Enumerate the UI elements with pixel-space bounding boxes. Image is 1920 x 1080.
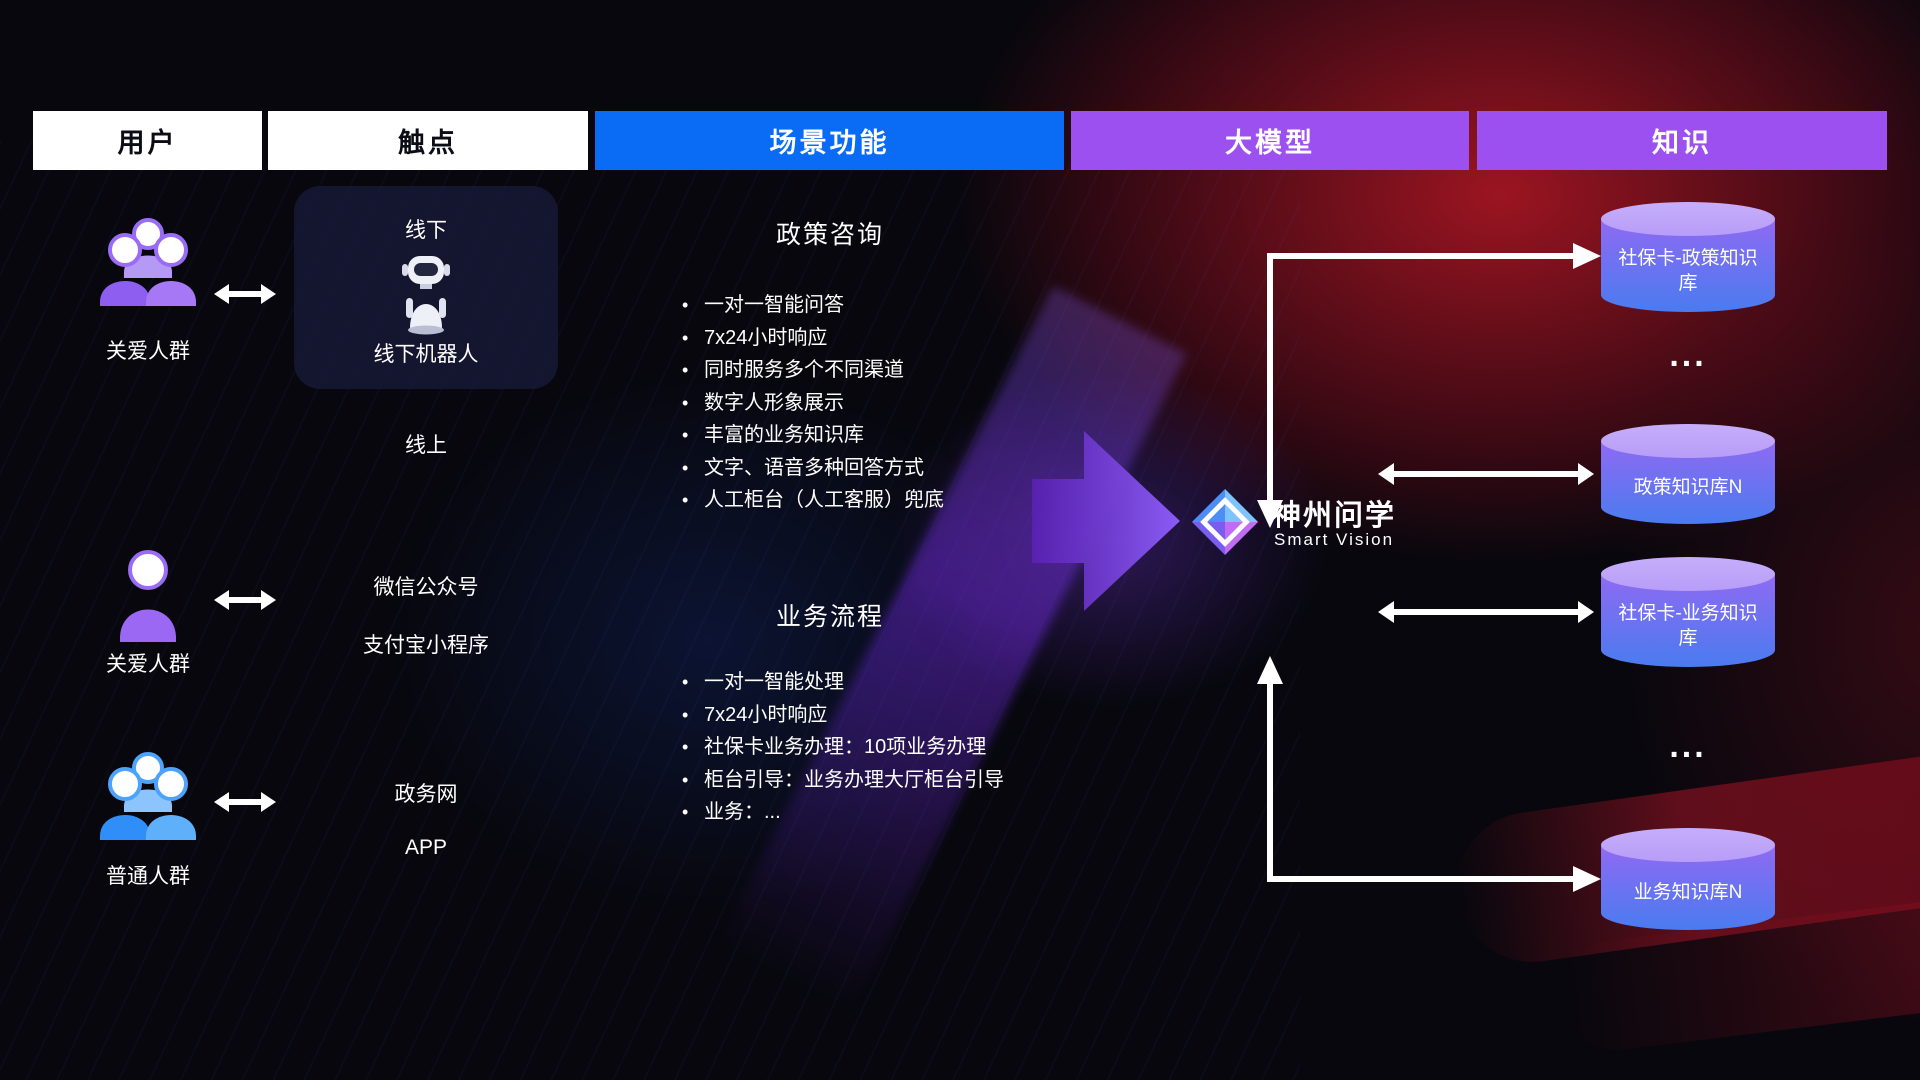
model-subtitle: Smart Vision <box>1274 530 1395 549</box>
list-item: 数字人形象展示 <box>680 387 1110 420</box>
column-header-knowledge: 知识 <box>1477 111 1887 170</box>
scene-business-title: 业务流程 <box>775 603 884 631</box>
person-purple-icon <box>120 550 176 642</box>
ellipsis: ... <box>1669 336 1707 374</box>
offline-title: 线下 <box>405 219 447 242</box>
ellipsis: ... <box>1669 727 1707 765</box>
column-header-touchpoints-label: 触点 <box>398 128 458 158</box>
list-item: 7x24小时响应 <box>680 322 1110 355</box>
column-header-touchpoints: 触点 <box>268 111 588 170</box>
db-cylinder-top <box>1601 424 1775 458</box>
scene-policy-list: 一对一智能问答 7x24小时响应 同时服务多个不同渠道 数字人形象展示 丰富的业… <box>680 289 1110 517</box>
bidirectional-arrow <box>214 792 276 812</box>
channel-app: APP <box>404 836 448 859</box>
list-item: 7x24小时响应 <box>680 699 1110 732</box>
connector-elbow-bottom <box>1257 656 1601 892</box>
db-cylinder-top <box>1601 202 1775 236</box>
channel-gov-web: 政务网 <box>394 783 458 806</box>
list-item: 业务：... <box>680 796 1110 829</box>
channel-alipay: 支付宝小程序 <box>363 634 489 657</box>
db-cylinder-top <box>1601 557 1775 591</box>
group-blue-icon <box>100 752 196 840</box>
list-item: 丰富的业务知识库 <box>680 419 1110 452</box>
scene-policy-title: 政策咨询 <box>775 221 884 249</box>
db-cylinder-top <box>1601 828 1775 862</box>
knowledge-db-business-ssc: 社保卡-业务知识库 <box>1601 557 1775 667</box>
connector-double-arrow-policy-n <box>1378 463 1594 485</box>
list-item: 一对一智能问答 <box>680 289 1110 322</box>
big-right-arrow <box>1032 431 1180 611</box>
bidirectional-arrow <box>214 284 276 304</box>
column-header-users: 用户 <box>33 111 262 170</box>
offline-device-label: 线下机器人 <box>373 343 479 366</box>
knowledge-db-policy-ssc: 社保卡-政策知识库 <box>1601 202 1775 312</box>
scene-business-list: 一对一智能处理 7x24小时响应 社保卡业务办理：10项业务办理 柜台引导：业务… <box>680 666 1110 829</box>
smart-vision-logo-icon <box>1191 488 1259 556</box>
connector-double-arrow-business-ssc <box>1378 601 1594 623</box>
list-item: 文字、语音多种回答方式 <box>680 452 1110 485</box>
channel-wechat: 微信公众号 <box>373 576 479 599</box>
column-header-model-label: 大模型 <box>1225 128 1315 158</box>
knowledge-db-business-n: 业务知识库N <box>1601 828 1775 930</box>
list-item: 柜台引导：业务办理大厅柜台引导 <box>680 764 1110 797</box>
column-header-scenes-label: 场景功能 <box>769 128 890 158</box>
robot-icon <box>402 256 450 335</box>
knowledge-db-policy-n: 政策知识库N <box>1601 424 1775 524</box>
bidirectional-arrow <box>214 590 276 610</box>
user-group-label: 关爱人群 <box>106 653 190 676</box>
user-group-label: 关爱人群 <box>106 340 190 363</box>
list-item: 同时服务多个不同渠道 <box>680 354 1110 387</box>
model-name: 神州问学 <box>1272 500 1397 532</box>
list-item: 社保卡业务办理：10项业务办理 <box>680 731 1110 764</box>
column-header-users-label: 用户 <box>117 128 178 158</box>
list-item: 一对一智能处理 <box>680 666 1110 699</box>
connector-elbow-top <box>1257 243 1601 528</box>
list-item: 人工柜台（人工客服）兜底 <box>680 484 1110 517</box>
column-header-knowledge-label: 知识 <box>1652 128 1712 158</box>
group-purple-icon <box>100 218 196 306</box>
user-group-label: 普通人群 <box>106 865 190 888</box>
online-title: 线上 <box>405 434 447 457</box>
column-header-model: 大模型 <box>1071 111 1469 170</box>
column-header-scenes: 场景功能 <box>595 111 1064 170</box>
